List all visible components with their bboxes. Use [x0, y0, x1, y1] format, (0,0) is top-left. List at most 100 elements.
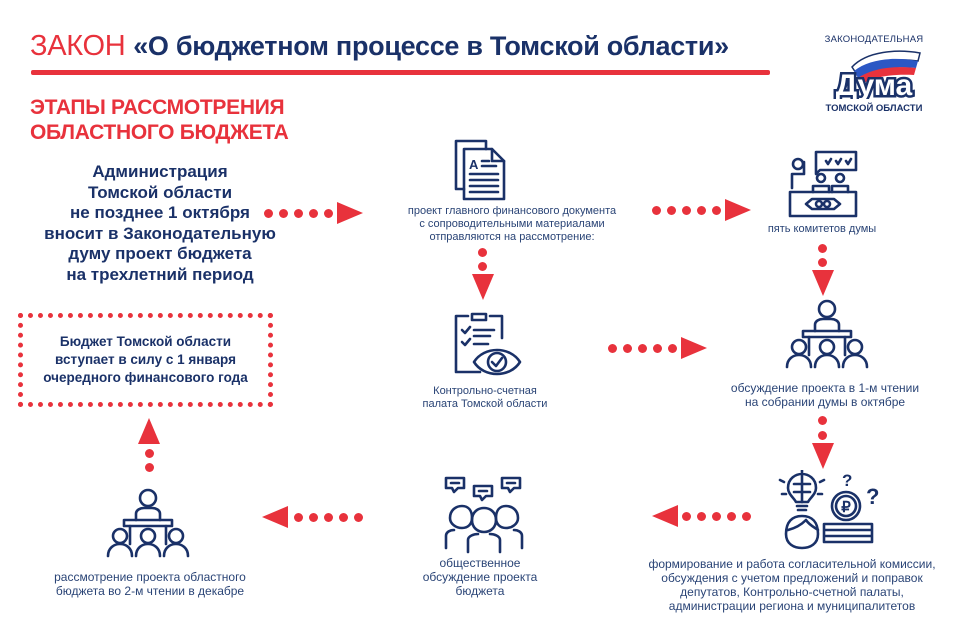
text-line: Томской области: [87, 182, 233, 202]
arrow-dot: [697, 206, 706, 215]
svg-text:?: ?: [842, 471, 852, 490]
step-conciliation: формирование и работа согласительной ком…: [632, 557, 952, 613]
group-discussion-icon: [444, 476, 524, 554]
text-line: палата Томской области: [422, 398, 548, 410]
arrow-dot: [712, 512, 721, 521]
step-administration: Администрация Томской области не позднее…: [40, 162, 280, 285]
arrow-head-icon: [472, 274, 494, 300]
text-line: вносит в Законодательную: [44, 223, 276, 243]
text-line: администрации региона и муниципалитетов: [668, 599, 916, 613]
arrow-dot: [697, 512, 706, 521]
text-line: на трехлетний период: [66, 264, 254, 284]
text-line: бюджета во 2-м чтении в декабре: [55, 584, 245, 598]
arrow-dot: [145, 449, 154, 458]
text-line: проект главного финансового документа: [407, 205, 617, 217]
arrow-dot: [638, 344, 647, 353]
clipboard-eye-icon: [454, 312, 522, 376]
arrow-dot: [279, 209, 288, 218]
arrow-dot: [682, 512, 691, 521]
text-line: не позднее 1 октября: [70, 203, 250, 222]
text-line: отправляются на рассмотрение:: [429, 231, 595, 243]
text-line: думу проект бюджета: [68, 244, 252, 263]
text-line: очередного финансового года: [43, 370, 248, 385]
arrow-dot: [682, 206, 691, 215]
arrow-dot: [354, 513, 363, 522]
page-title: ЗАКОН «О бюджетном процессе в Томской об…: [30, 30, 729, 63]
text-line: формирование и работа согласительной ком…: [648, 557, 936, 571]
arrow-dot: [294, 209, 303, 218]
svg-text:₽: ₽: [841, 499, 851, 516]
arrow-head-icon: [337, 202, 363, 224]
text-line: Контрольно-счетная: [433, 385, 537, 397]
committee-meeting-icon: [788, 150, 858, 218]
arrow-head-icon: [725, 199, 751, 221]
arrow-dot: [652, 206, 661, 215]
arrow-dot: [309, 209, 318, 218]
duma-flag-logo-icon: Дума: [833, 50, 921, 99]
arrow-dot: [309, 513, 318, 522]
arrow-head-icon: [812, 270, 834, 296]
arrow-head-icon: [262, 506, 288, 528]
text-line: обсуждение проекта в 1-м чтении: [730, 381, 920, 395]
arrow-dot: [608, 344, 617, 353]
arrow-dot: [324, 513, 333, 522]
text-line: Администрация: [92, 162, 228, 181]
law-name: «О бюджетном процессе в Томской области»: [133, 31, 729, 61]
subtitle-line: ОБЛАСТНОГО БЮДЖЕТА: [30, 121, 289, 144]
law-word: ЗАКОН: [30, 30, 126, 62]
step-audit-chamber: Контрольно-счетная палата Томской област…: [400, 385, 570, 411]
subtitle-line: ЭТАПЫ РАССМОТРЕНИЯ: [30, 96, 285, 119]
svg-text:A: A: [469, 157, 479, 172]
step-final: Бюджет Томской области вступает в силу с…: [43, 333, 248, 387]
svg-text:?: ?: [866, 484, 879, 509]
arrow-dot: [818, 258, 827, 267]
text-line: обсуждения с учетом предложений и поправ…: [661, 571, 923, 585]
arrow-dot: [339, 513, 348, 522]
arrow-dot: [818, 244, 827, 253]
duma-logo: ЗАКОНОДАТЕЛЬНАЯ Дума ТОМСКОЙ ОБЛАСТИ: [818, 34, 930, 124]
subtitle: ЭТАПЫ РАССМОТРЕНИЯ ОБЛАСТНОГО БЮДЖЕТА: [30, 95, 289, 145]
arrow-dot: [668, 344, 677, 353]
text-line: Бюджет Томской области: [59, 334, 232, 349]
text-line: вступает в силу с 1 января: [55, 352, 236, 367]
step-committees: пять комитетов думы: [752, 223, 892, 236]
arrow-dot: [818, 431, 827, 440]
arrow-dot: [667, 206, 676, 215]
arrow-head-icon: [138, 418, 160, 444]
arrow-dot: [653, 344, 662, 353]
text-line: пять комитетов думы: [767, 223, 877, 235]
arrow-dot: [742, 512, 751, 521]
arrow-dot: [478, 248, 487, 257]
text-line: рассмотрение проекта областного: [54, 570, 246, 584]
speaker-audience-icon: [106, 488, 190, 558]
document-icon: A: [454, 139, 506, 201]
final-step-box: Бюджет Томской области вступает в силу с…: [18, 313, 273, 407]
arrow-dot: [294, 513, 303, 522]
title-underline: [31, 70, 770, 75]
idea-money-question-icon: ₽ ? ?: [778, 470, 879, 550]
text-line: обсуждение проекта: [422, 570, 538, 584]
arrow-dot: [478, 262, 487, 271]
arrow-head-icon: [652, 505, 678, 527]
step-public-discussion: общественное обсуждение проекта бюджета: [410, 556, 550, 598]
text-line: общественное: [439, 556, 521, 570]
text-line: депутатов, Контрольно-счетной палаты,: [680, 585, 904, 599]
arrow-dot: [818, 416, 827, 425]
arrow-dot: [727, 512, 736, 521]
text-line: бюджета: [455, 584, 505, 598]
logo-bottom-text: ТОМСКОЙ ОБЛАСТИ: [825, 103, 923, 114]
arrow-dot: [145, 463, 154, 472]
step-project-document: проект главного финансового документа с …: [382, 205, 642, 244]
arrow-dot: [712, 206, 721, 215]
arrow-dot: [623, 344, 632, 353]
logo-top-text: ЗАКОНОДАТЕЛЬНАЯ: [824, 34, 924, 45]
logo-main-text: Дума: [836, 69, 913, 99]
step-first-reading: обсуждение проекта в 1-м чтении на собра…: [715, 381, 935, 409]
step-second-reading: рассмотрение проекта областного бюджета …: [40, 570, 260, 598]
text-line: с сопроводительными материалами: [419, 218, 605, 230]
arrow-dot: [324, 209, 333, 218]
arrow-head-icon: [812, 443, 834, 469]
arrow-dot: [264, 209, 273, 218]
speaker-audience-icon: [785, 299, 869, 369]
arrow-head-icon: [681, 337, 707, 359]
